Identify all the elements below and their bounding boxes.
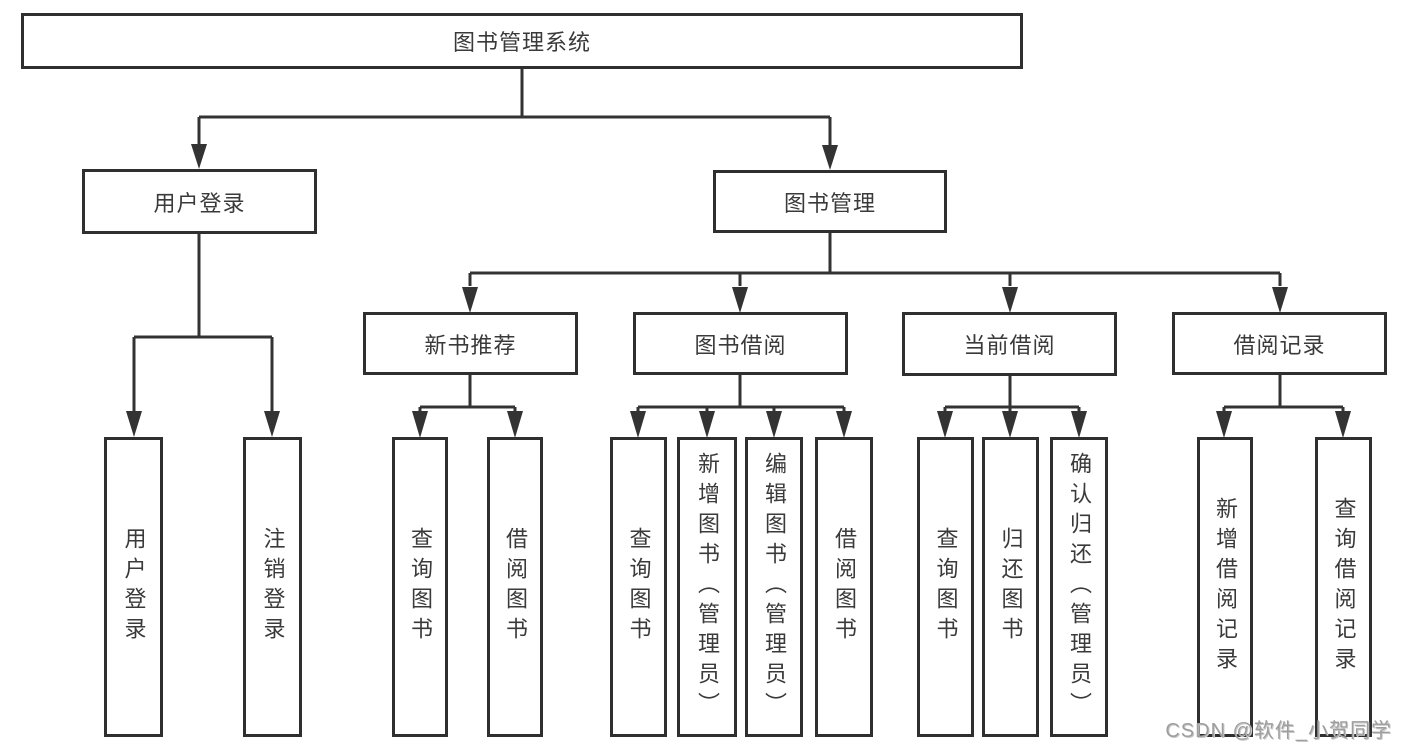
leaf-nb-borrow-books: 借阅图书: [487, 437, 543, 737]
connector-book-borrow: [636, 375, 846, 411]
arrowhead: [1216, 411, 1232, 438]
leaf-cb-query-books: 查询图书: [917, 437, 974, 737]
arrowhead: [822, 145, 838, 170]
node-label: 图书借阅: [694, 332, 787, 358]
leaf-label: 归还图书: [998, 527, 1024, 647]
node-label: 用户登录: [153, 190, 246, 216]
arrowhead: [937, 411, 953, 438]
leaf-bb-edit-books-admin: 编辑图书（管理员）: [745, 437, 803, 737]
leaf-label: 查询图书: [933, 527, 959, 647]
leaf-br-query-record: 查询借阅记录: [1315, 437, 1372, 737]
leaf-label: 借阅图书: [832, 527, 857, 647]
arrowhead: [699, 411, 715, 438]
node-book-borrow: 图书借阅: [633, 312, 848, 375]
leaf-label: 编辑图书（管理员）: [762, 452, 787, 722]
arrowhead: [191, 144, 207, 169]
leaf-label: 确认归还（管理员）: [1067, 452, 1092, 722]
arrowhead: [630, 411, 646, 438]
node-book-management-group: 图书管理: [713, 170, 947, 233]
leaf-label: 查询图书: [408, 527, 433, 647]
node-borrow-records: 借阅记录: [1172, 312, 1387, 375]
arrowhead: [507, 411, 523, 438]
arrowhead: [126, 411, 142, 437]
arrowhead: [1002, 287, 1018, 313]
node-label: 新书推荐: [424, 332, 517, 358]
arrowhead: [264, 411, 280, 437]
arrowhead: [1335, 411, 1351, 438]
connector-new-book: [418, 375, 517, 411]
leaf-bb-add-books-admin: 新增图书（管理员）: [677, 437, 737, 737]
node-label: 图书管理: [783, 190, 876, 216]
leaf-label: 注销登录: [260, 527, 286, 647]
node-current-borrow: 当前借阅: [902, 312, 1117, 376]
node-new-book-recommend: 新书推荐: [363, 312, 578, 375]
leaf-label: 借阅图书: [503, 527, 528, 647]
arrowhead: [732, 287, 748, 313]
leaf-bb-borrow-books: 借阅图书: [815, 437, 873, 737]
arrowhead: [836, 411, 852, 438]
arrowhead: [1002, 411, 1018, 438]
leaf-label: 新增借阅记录: [1213, 497, 1238, 677]
connector-book-mgmt: [468, 233, 1282, 286]
connector-user-login: [132, 234, 274, 411]
leaf-br-add-record: 新增借阅记录: [1197, 437, 1253, 737]
arrowhead: [412, 411, 428, 438]
leaf-nb-query-books: 查询图书: [392, 437, 448, 737]
node-root-system: 图书管理系统: [21, 13, 1023, 69]
leaf-bb-query-books: 查询图书: [610, 437, 667, 737]
connector-current-borrow: [943, 376, 1081, 411]
arrowhead: [462, 287, 478, 313]
leaf-label: 查询图书: [626, 527, 652, 647]
connector-borrow-records: [1222, 375, 1345, 411]
arrowhead: [766, 411, 782, 438]
connector-root: [197, 69, 832, 145]
arrowhead: [1071, 411, 1087, 438]
node-user-login-group: 用户登录: [82, 169, 317, 234]
leaf-user-login: 用户登录: [104, 437, 163, 737]
node-label: 当前借阅: [963, 333, 1056, 358]
leaf-label: 用户登录: [121, 527, 147, 647]
leaf-cb-return-books: 归还图书: [982, 437, 1039, 737]
leaf-label: 查询借阅记录: [1331, 497, 1357, 677]
node-label: 借阅记录: [1233, 332, 1326, 358]
csdn-watermark: CSDN @软件_小贺同学: [1165, 720, 1392, 742]
leaf-logout: 注销登录: [243, 437, 302, 737]
leaf-cb-confirm-return-admin: 确认归还（管理员）: [1050, 437, 1108, 737]
leaf-label: 新增图书（管理员）: [695, 452, 720, 722]
node-root-label: 图书管理系统: [452, 30, 591, 55]
arrowhead: [1272, 287, 1288, 313]
